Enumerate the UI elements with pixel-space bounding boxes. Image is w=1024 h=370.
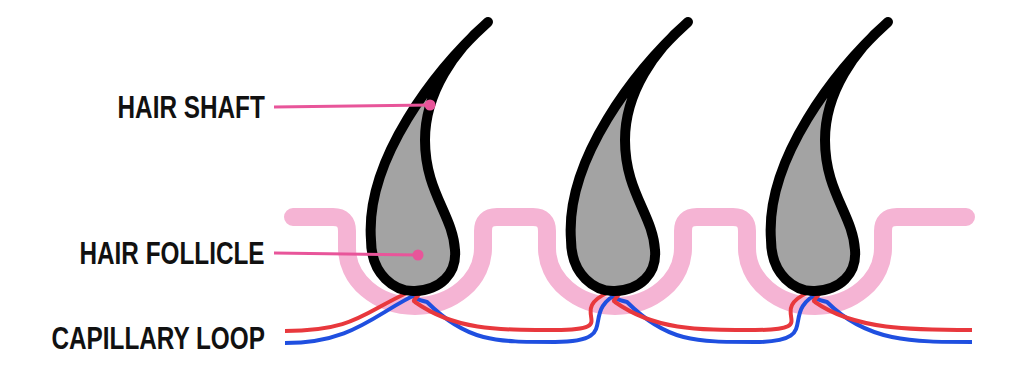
leader xyxy=(274,100,436,111)
leader-dot xyxy=(413,250,424,261)
hair-group xyxy=(371,22,888,291)
hair-follicle-shape xyxy=(571,22,688,291)
leader-line xyxy=(274,105,430,107)
hair-follicle-shape xyxy=(371,22,488,291)
part-label: HAIR SHAFT xyxy=(118,89,265,125)
leader-dot xyxy=(425,100,436,111)
leader-lines xyxy=(274,100,436,261)
hair-follicle-shape xyxy=(771,22,888,291)
part-label: HAIR FOLLICLE xyxy=(80,235,265,271)
leader-line xyxy=(274,253,418,255)
leader xyxy=(274,250,424,261)
part-label: CAPILLARY LOOP xyxy=(52,320,265,356)
